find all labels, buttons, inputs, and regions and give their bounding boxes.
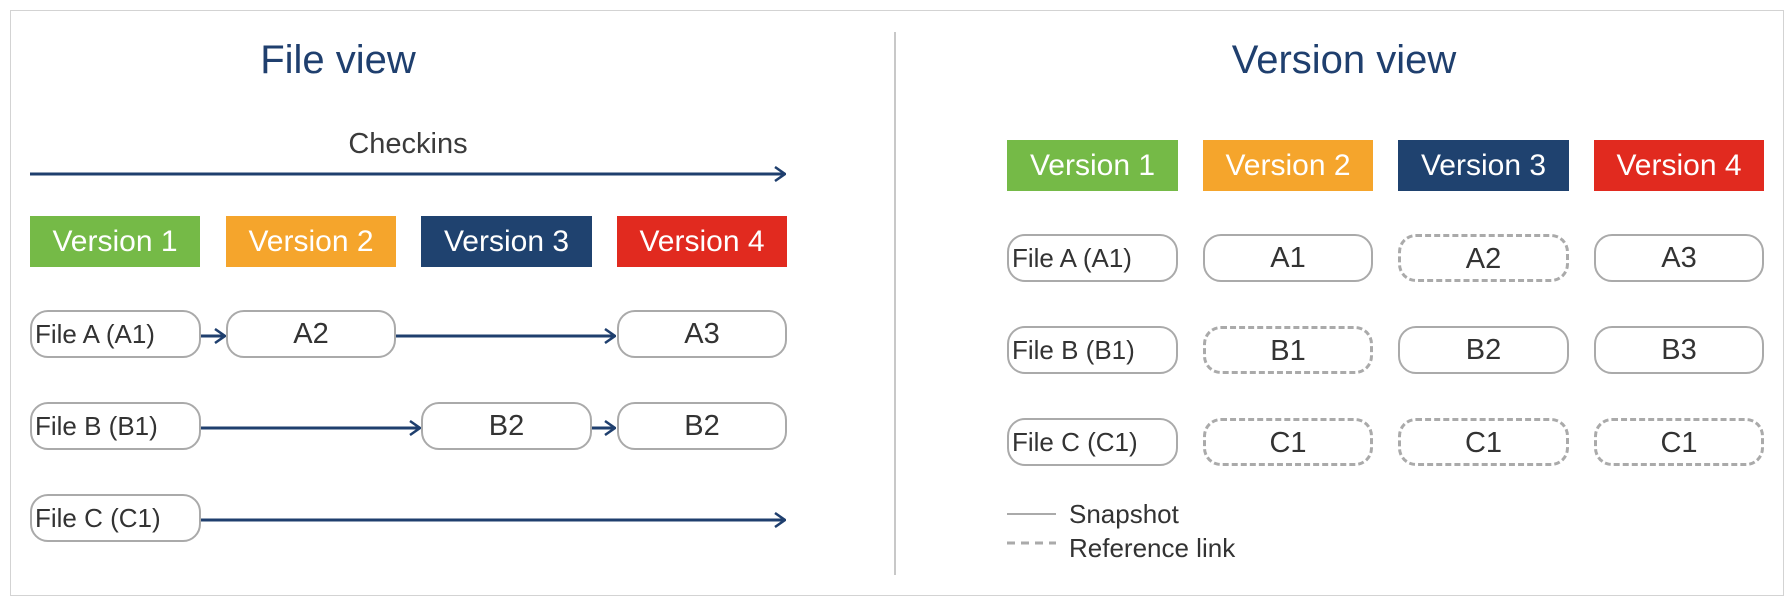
fv-a3: A3 <box>617 310 787 358</box>
file-view-title: File view <box>260 38 416 82</box>
vv-c1-ref-v2: C1 <box>1203 418 1373 466</box>
vv-version-2: Version 2 <box>1203 140 1373 191</box>
fv-a2: A2 <box>226 310 396 358</box>
fv-file-b: File B (B1) <box>30 402 201 450</box>
vv-file-c: File C (C1) <box>1007 418 1178 466</box>
fv-version-3: Version 3 <box>421 216 592 267</box>
vv-a2-ref: A2 <box>1398 234 1569 282</box>
vv-file-b: File B (B1) <box>1007 326 1178 374</box>
vv-a1: A1 <box>1203 234 1373 282</box>
fv-version-2: Version 2 <box>226 216 396 267</box>
fv-version-4: Version 4 <box>617 216 787 267</box>
vv-a3: A3 <box>1594 234 1764 282</box>
version-view-title: Version view <box>1231 38 1457 82</box>
vv-version-1: Version 1 <box>1007 140 1178 191</box>
checkins-label: Checkins <box>348 128 468 160</box>
panel-divider <box>894 32 896 575</box>
vv-file-a: File A (A1) <box>1007 234 1178 282</box>
vv-c1-ref-v3: C1 <box>1398 418 1569 466</box>
vv-b1-ref: B1 <box>1203 326 1373 374</box>
legend-reference-label: Reference link <box>1069 533 1236 563</box>
fv-file-a: File A (A1) <box>30 310 201 358</box>
legend-snapshot-label: Snapshot <box>1069 499 1179 529</box>
vv-version-4: Version 4 <box>1594 140 1764 191</box>
vv-b2: B2 <box>1398 326 1569 374</box>
fv-version-1: Version 1 <box>30 216 200 267</box>
vv-c1-ref-v4: C1 <box>1594 418 1764 466</box>
fv-file-c: File C (C1) <box>30 494 201 542</box>
diagram-frame <box>10 10 1784 596</box>
vv-b3: B3 <box>1594 326 1764 374</box>
fv-b2-v4: B2 <box>617 402 787 450</box>
fv-b2-v3: B2 <box>421 402 592 450</box>
vv-version-3: Version 3 <box>1398 140 1569 191</box>
